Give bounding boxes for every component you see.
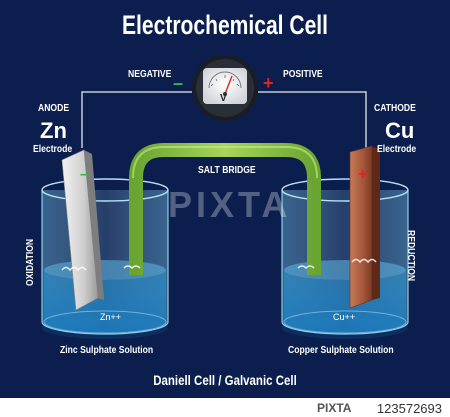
wire-left	[81, 91, 192, 148]
voltmeter-unit: V	[220, 93, 227, 104]
stock-bar	[0, 398, 450, 417]
oxidation-label: OXIDATION	[25, 238, 36, 286]
anode-symbol: Zn	[40, 118, 67, 143]
stock-logo: PIXTA	[317, 401, 352, 415]
diagram-footer: Daniell Cell / Galvanic Cell	[153, 372, 297, 388]
salt-bridge-label: SALT BRIDGE	[198, 165, 256, 176]
pixta-watermark: PIXTA	[168, 184, 292, 225]
diagram-title: Electrochemical Cell	[121, 10, 329, 40]
anode-role: ANODE	[38, 103, 70, 114]
anode-electrode-label: Electrode	[33, 144, 73, 155]
cathode-sign: +	[358, 166, 368, 183]
salt-bridge-tube	[129, 143, 321, 275]
negative-label: NEGATIVE	[128, 69, 172, 80]
cathode-symbol: Cu	[385, 118, 415, 143]
anode-sign: –	[80, 166, 89, 183]
wire-right	[258, 91, 367, 150]
copper-solution-label: Copper Sulphate Solution	[288, 345, 394, 356]
zinc-solution-label: Zinc Sulphate Solution	[60, 345, 154, 356]
copper-electrode	[349, 145, 380, 309]
positive-sign: +	[263, 73, 274, 93]
copper-ion-label: Cu++	[333, 312, 356, 322]
stock-id: 123572693	[376, 401, 442, 416]
zinc-ion-label: Zn++	[100, 312, 122, 322]
positive-label: POSITIVE	[283, 69, 323, 80]
cathode-electrode-label: Electrode	[377, 144, 417, 155]
cathode-role: CATHODE	[374, 103, 416, 114]
reduction-label: REDUCTION	[405, 230, 416, 282]
voltmeter	[192, 55, 258, 121]
negative-sign: –	[173, 73, 184, 93]
zinc-electrode	[61, 149, 104, 311]
